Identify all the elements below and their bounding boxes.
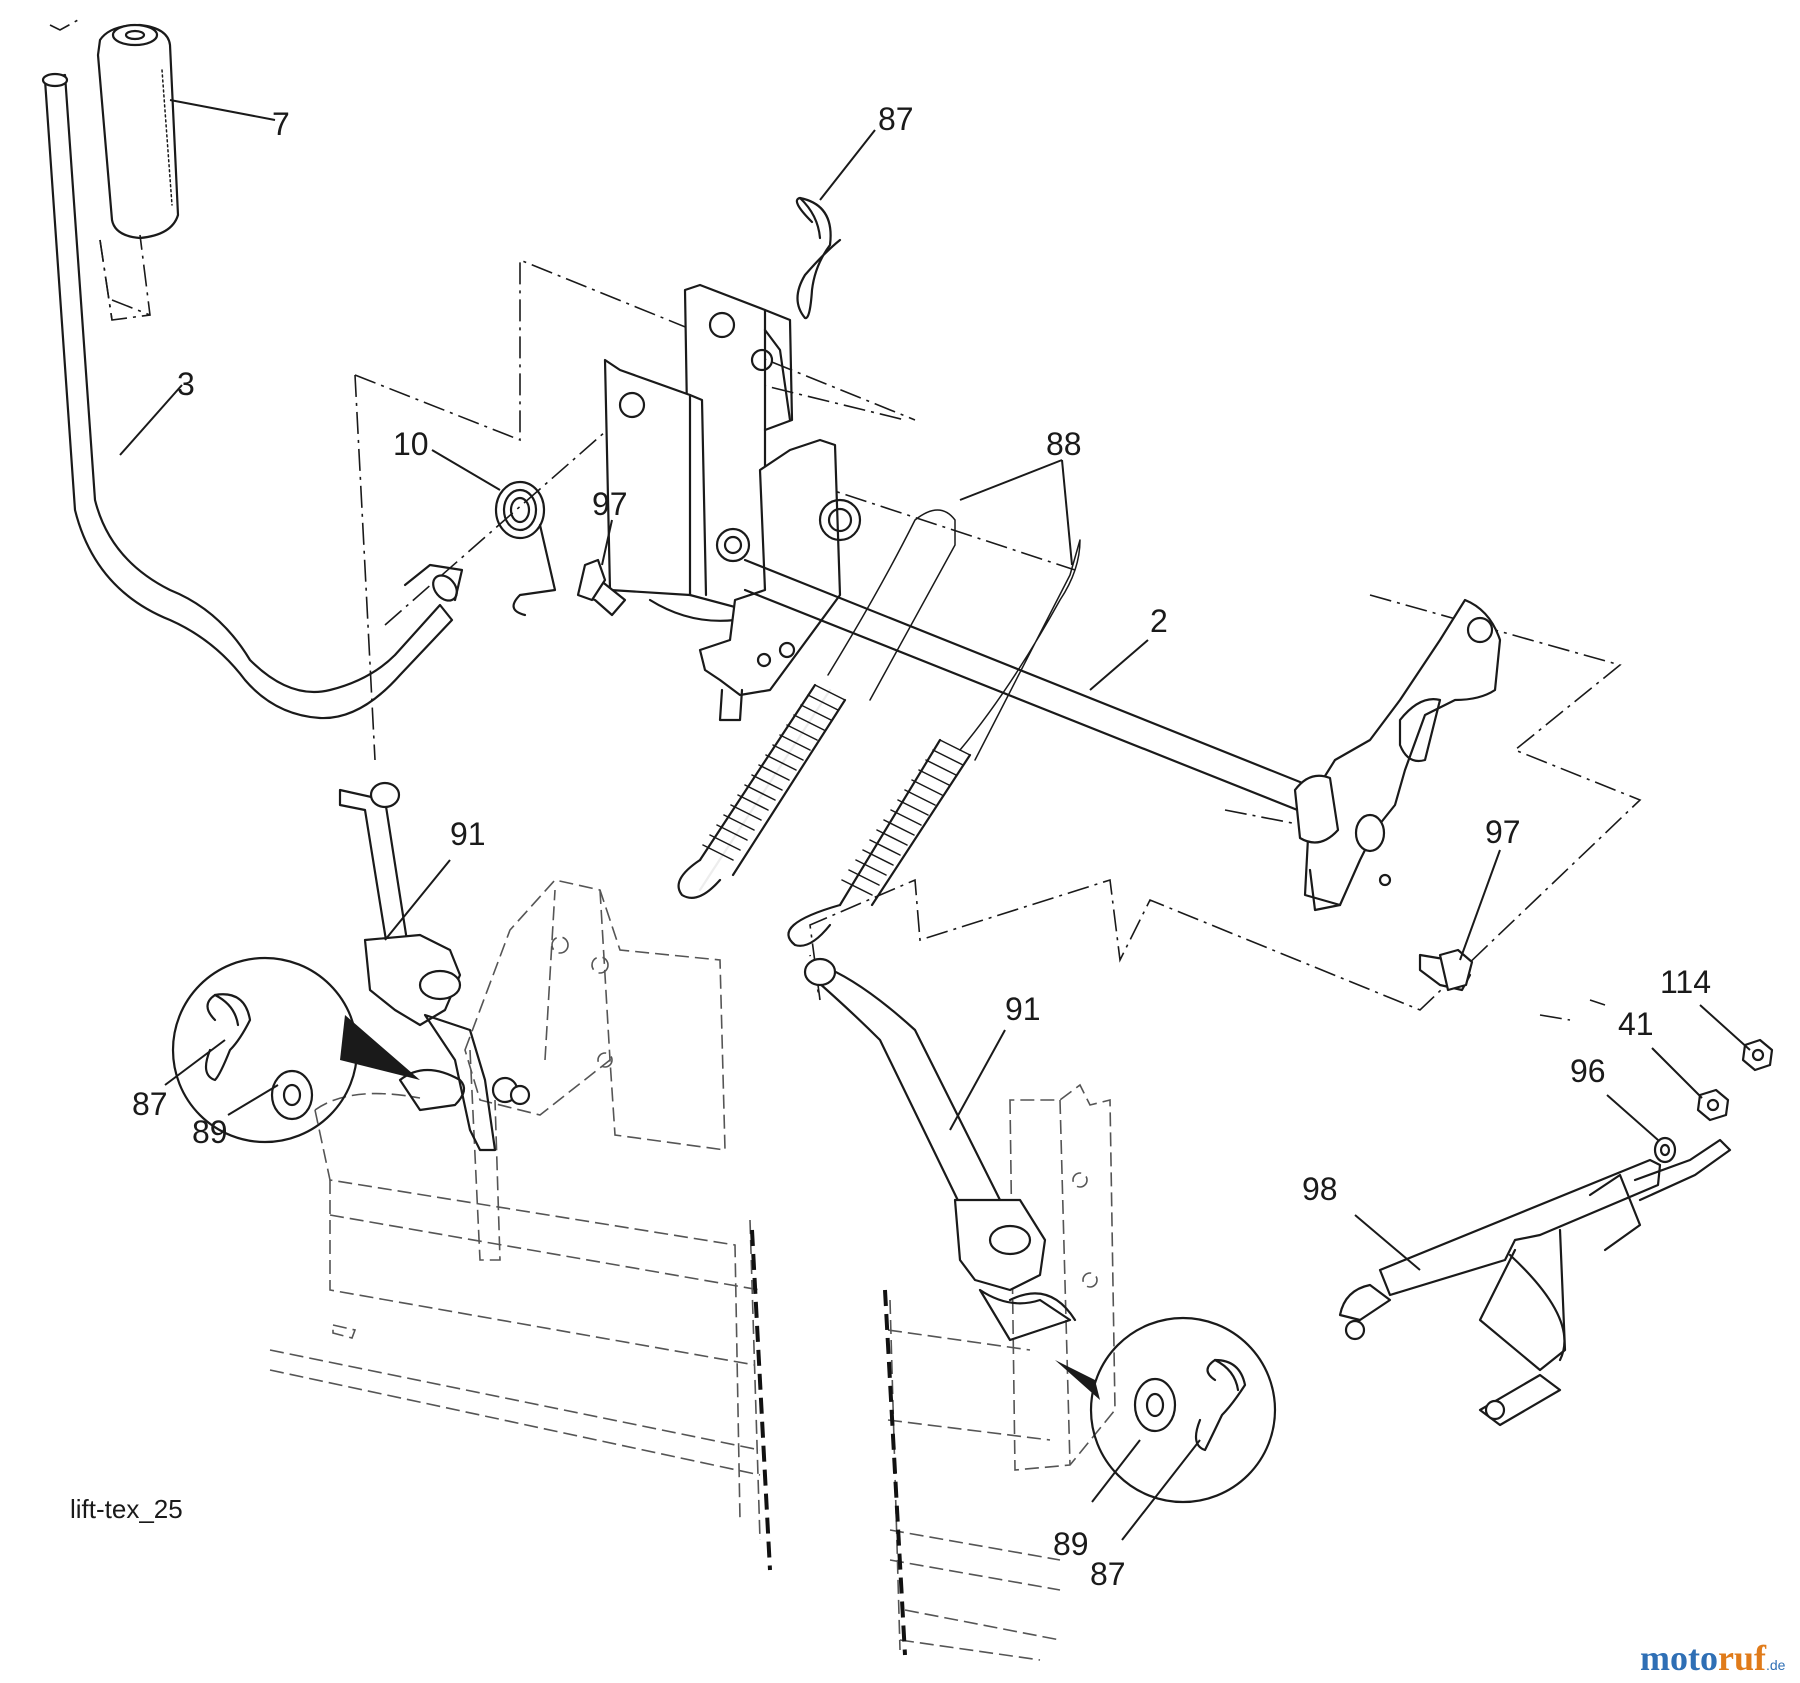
detail-callout-left: [171, 956, 420, 1144]
callout-87-left: 87: [132, 1086, 168, 1122]
hairpin-clip-top: [795, 196, 842, 320]
spring-link-rods: [827, 509, 1081, 761]
callout-89-right: 89: [1053, 1526, 1089, 1562]
diagram-caption: lift-tex_25: [70, 1494, 183, 1524]
left-deck-bracket-ghost: [464, 879, 726, 1261]
hardware-nut-114: [1741, 1038, 1774, 1072]
extension-spring-right: [787, 738, 972, 947]
bolt-right: [1418, 948, 1474, 992]
svg-text:motoruf.de: motoruf.de: [1640, 1638, 1786, 1678]
lift-bracket: [603, 283, 794, 622]
lift-shaft: [743, 558, 1322, 817]
callout-97-left: 97: [592, 486, 628, 522]
right-deck-bracket-ghost: [1009, 1083, 1116, 1471]
callout-114: 114: [1660, 964, 1711, 1000]
callout-91-right: 91: [1005, 991, 1041, 1027]
side-support-plate: [698, 438, 862, 722]
torsion-spring: [494, 480, 557, 617]
callout-3: 3: [177, 366, 195, 402]
callout-91-left: 91: [450, 816, 486, 852]
callout-2: 2: [1150, 603, 1168, 639]
right-lift-arm: [1293, 598, 1502, 912]
callout-88: 88: [1046, 426, 1082, 462]
callout-87-top: 87: [878, 101, 914, 137]
lift-lever-rod: [41, 72, 464, 720]
leader-lines: [119, 99, 1751, 1541]
callout-97-right: 97: [1485, 814, 1521, 850]
callout-41: 41: [1618, 1006, 1654, 1042]
callout-87-right: 87: [1090, 1556, 1126, 1592]
callout-labels: 7 87 3 10 97 88 2 97 91 91 87 89 114 41 …: [132, 101, 1711, 1592]
detail-callout-right: [1055, 1316, 1277, 1504]
callout-89-left: 89: [192, 1114, 228, 1150]
hardware-nut-41: [1696, 1088, 1730, 1122]
lift-link-left: [338, 781, 531, 1152]
watermark-logo: motoruf.de: [1640, 1638, 1786, 1678]
callout-10: 10: [393, 426, 429, 462]
bolt-left: [576, 558, 627, 617]
mower-deck-ghost: [269, 1092, 1061, 1661]
callout-96: 96: [1570, 1053, 1606, 1089]
lift-arm-98: [1338, 1138, 1732, 1427]
extension-spring-left: [677, 683, 847, 899]
callout-98: 98: [1302, 1171, 1338, 1207]
handle-grip: [96, 23, 180, 321]
callout-7: 7: [272, 106, 290, 142]
hardware-washer-96: [1653, 1136, 1677, 1164]
lift-link-right: [803, 957, 1077, 1342]
assembly-centre-lines: [49, 19, 1642, 1021]
